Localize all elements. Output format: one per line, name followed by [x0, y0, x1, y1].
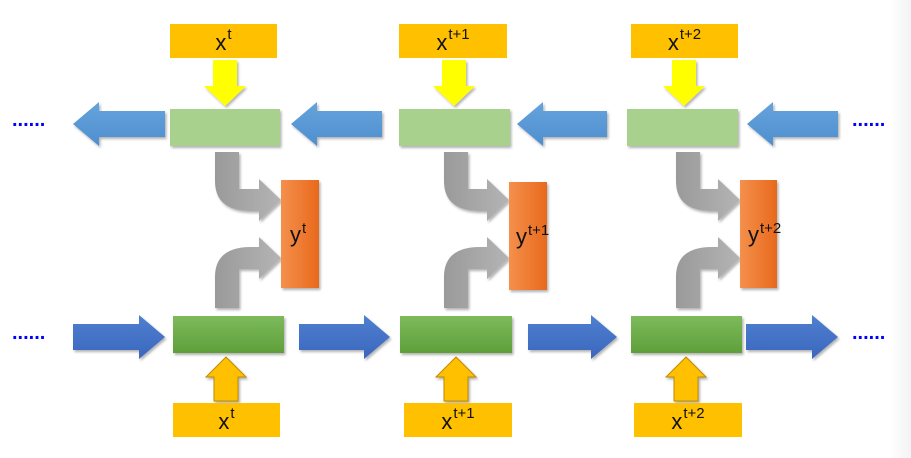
backward-arrow-1-0: [291, 102, 382, 146]
input-arrow-top-2: [663, 60, 705, 106]
input-box-bottom-2: [634, 403, 742, 437]
output-box-1: [509, 182, 547, 290]
output-label-1-base: y: [516, 224, 527, 249]
input-label-bottom-0-base: x: [218, 409, 230, 434]
merge-arrow-forward-1: [444, 237, 509, 308]
output-label-2-base: y: [748, 222, 759, 247]
input-arrow-top-0: [204, 60, 246, 106]
input-label-bottom-2-base: x: [671, 409, 683, 434]
backward-cell-1: [399, 109, 510, 146]
input-box-top-1: [399, 24, 507, 58]
forward-cell-0: [173, 316, 284, 353]
forward-cell-1: [400, 316, 512, 353]
output-label-0-superscript: t: [302, 220, 307, 237]
backward-cell-0: [170, 109, 280, 146]
forward-arrow-out-right: [746, 315, 838, 359]
backward-arrow-2-1: [517, 102, 607, 146]
backward-arrow-in-left: [73, 102, 165, 146]
ellipsis-top-left: ......: [12, 109, 46, 131]
backward-arrow-right-in: [747, 102, 838, 146]
input-label-top-1-superscript: t+1: [448, 25, 470, 43]
backward-cell-2: [627, 109, 738, 146]
input-box-top-0: [170, 24, 277, 58]
input-box-bottom-0: [173, 403, 280, 437]
input-box-bottom-1: [404, 403, 512, 437]
input-label-top-0-base: x: [215, 30, 227, 55]
input-label-bottom-1-superscript: t+1: [453, 404, 475, 422]
ellipsis-bottom-right: ......: [852, 322, 886, 344]
forward-arrow-0-1: [299, 315, 390, 359]
output-label-0: yt: [290, 221, 306, 247]
ellipsis-bottom-left: ......: [12, 322, 46, 344]
input-arrow-bottom-0: [204, 356, 248, 402]
output-label-2: yt+2: [748, 221, 781, 247]
forward-cell-2: [631, 316, 742, 353]
input-arrow-top-1: [433, 60, 475, 106]
merge-arrow-forward-0: [215, 237, 281, 308]
forward-arrow-1-2: [528, 315, 617, 359]
merge-arrow-backward-0: [215, 152, 281, 221]
input-label-bottom-2-superscript: t+2: [683, 404, 705, 422]
merge-arrow-forward-2: [676, 237, 740, 308]
input-arrow-bottom-2: [664, 356, 708, 402]
input-label-bottom-1-base: x: [441, 409, 453, 434]
ellipsis-top-right: ......: [852, 109, 886, 131]
input-arrow-bottom-1: [434, 356, 478, 402]
output-label-0-base: y: [290, 222, 301, 247]
output-label-2-superscript: t+2: [760, 220, 782, 237]
input-label-top-2-base: x: [667, 30, 679, 55]
input-label-bottom-0-superscript: t: [230, 404, 235, 422]
input-label-top-0-superscript: t: [227, 25, 232, 43]
input-label-top-2-superscript: t+2: [679, 25, 702, 43]
output-label-1: yt+1: [516, 223, 549, 249]
output-label-1-superscript: t+1: [528, 222, 550, 239]
output-box-2: [740, 180, 777, 288]
forward-arrow-in-left: [73, 315, 165, 359]
output-box-0: [281, 180, 319, 288]
merge-arrow-backward-1: [444, 152, 509, 221]
input-label-top-1-base: x: [436, 30, 448, 55]
merge-arrow-backward-2: [676, 152, 740, 221]
right-edge-shading: [890, 0, 911, 458]
input-box-top-2: [631, 24, 738, 58]
